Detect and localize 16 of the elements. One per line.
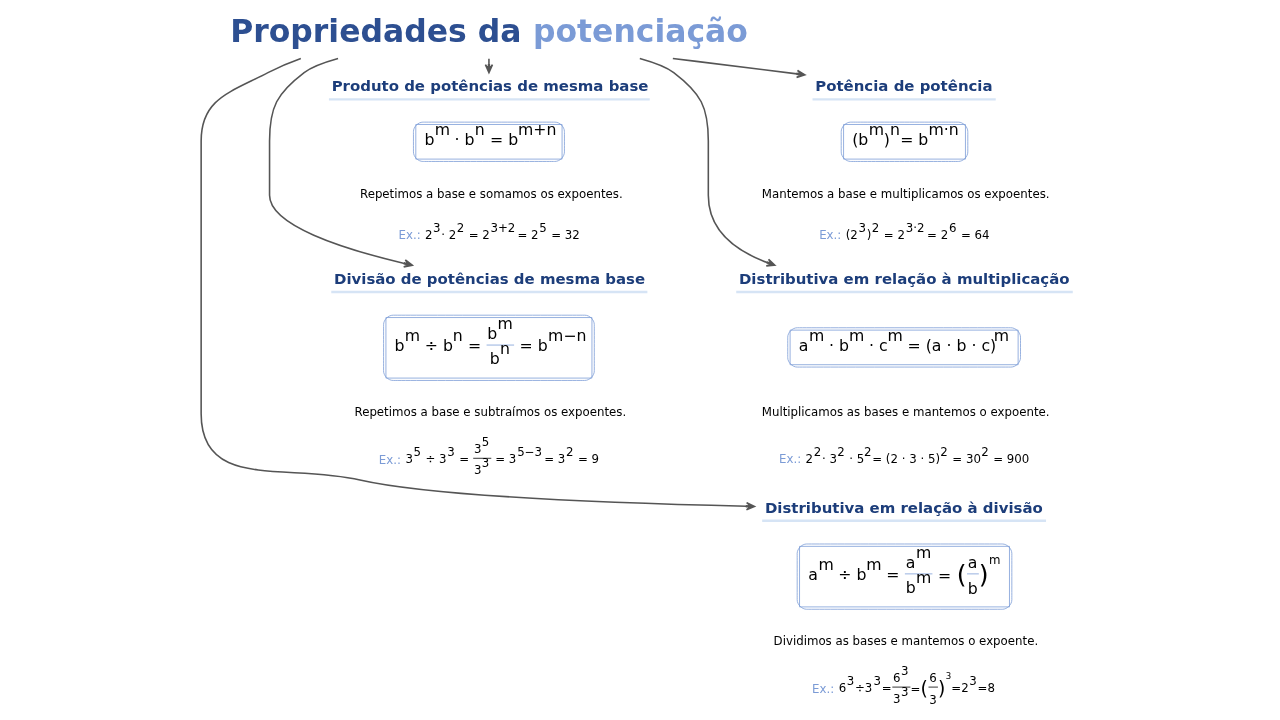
node-text: Distributiva em relação à divisão	[764, 498, 1043, 517]
node-text: Potência de potência	[814, 77, 993, 96]
node-label: Multiplicamos as bases e mantemos o expoente.	[761, 405, 1050, 420]
arrow	[671, 57, 806, 79]
arrow	[268, 57, 413, 268]
node-label: Dividimos as bases e mantemos o expoente.	[773, 634, 1038, 649]
node-label: Repetimos a base e somamos os expoentes.	[359, 186, 623, 201]
node-label: Mantemos a base e multiplicamos os expoentes.	[761, 186, 1050, 201]
arrow	[484, 57, 493, 74]
node-label: Repetimos a base e subtraímos os expoentes.	[353, 405, 626, 420]
node-text: Propriedades da potenciação	[229, 12, 748, 49]
arrow	[199, 57, 755, 511]
node-text: Divisão de potências de mesma base	[333, 269, 645, 288]
node-text: Distributiva em relação à multiplicação	[738, 269, 1070, 288]
arrow	[638, 57, 776, 267]
node-text: Produto de potências de mesma base	[331, 77, 648, 96]
